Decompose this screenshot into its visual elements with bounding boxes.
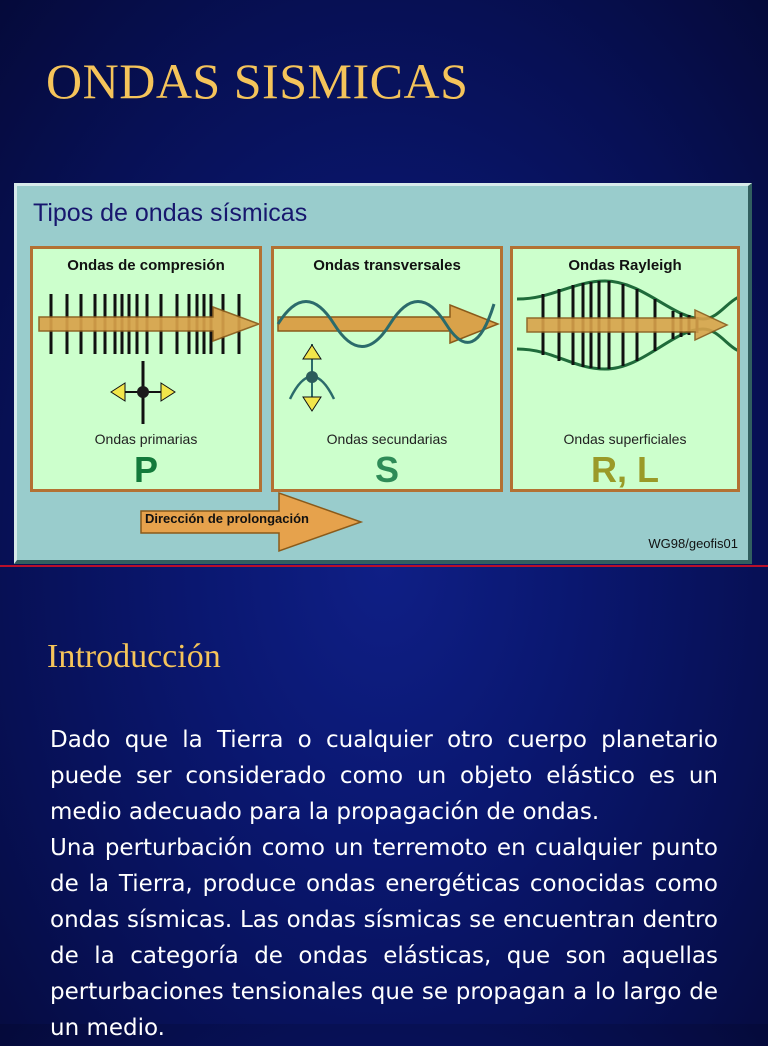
paragraph: Dado que la Tierra o cualquier otro cuer…: [50, 727, 718, 825]
rayleigh-wave-diagram: [516, 279, 737, 371]
section-heading: Introducción: [47, 638, 221, 675]
figure-credit: WG98/geofis01: [648, 536, 738, 551]
transverse-wave-diagram: [276, 300, 500, 412]
figure-title: Tipos de ondas sísmicas: [33, 199, 308, 227]
panel-title: Ondas de compresión: [67, 257, 225, 274]
panel-caption: Ondas secundarias: [326, 431, 448, 447]
panel-caption: Ondas primarias: [94, 431, 198, 447]
panel-title: Ondas transversales: [313, 257, 461, 274]
paragraph: Una perturbación como un terremoto en cu…: [50, 835, 718, 1041]
seismic-waves-figure: Tipos de ondas sísmicas Ondas de compres…: [14, 183, 752, 564]
panel-title: Ondas Rayleigh: [568, 257, 682, 274]
panel-transverse-waves: Ondas transversales Ondas secundarias S: [271, 246, 503, 492]
wave-letter: P: [133, 449, 158, 490]
direction-label: Dirección de prolongación: [145, 511, 309, 526]
panel-rayleigh-waves: Ondas Rayleigh Ondas supe: [510, 246, 740, 492]
divider-line: [0, 565, 768, 567]
wave-letter: R, L: [591, 449, 659, 490]
slide-title: ONDAS SISMICAS: [46, 53, 469, 109]
body-text: Dado que la Tierra o cualquier otro cuer…: [50, 722, 718, 1046]
compression-wave-diagram: [38, 294, 259, 424]
propagation-direction-arrow: [140, 491, 364, 553]
panel-compression-waves: Ondas de compresión: [30, 246, 262, 492]
panel-caption: Ondas superficiales: [563, 431, 687, 447]
wave-letter: S: [374, 449, 399, 490]
